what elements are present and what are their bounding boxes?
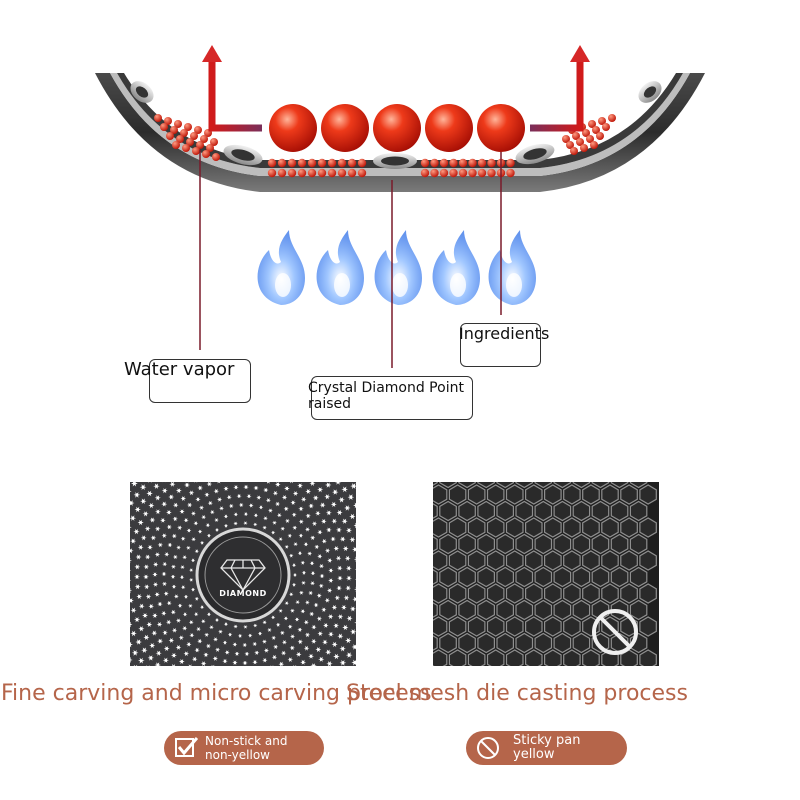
crystal-diamond-label: Crystal Diamond Point raised	[308, 380, 464, 412]
sticky-pan-pill-line1: Sticky pan	[513, 733, 581, 748]
ingredients-label: Ingredients	[459, 324, 550, 343]
water-vapor-label: Water vapor	[124, 359, 235, 380]
crystal-diamond-label-box	[311, 376, 473, 420]
prohibited-icon	[477, 737, 499, 759]
check-icon	[175, 737, 198, 757]
sticky-pan-pill: Sticky pan yellow	[466, 731, 627, 765]
ingredients-label-box	[460, 323, 541, 367]
flames	[257, 230, 536, 305]
ingredient-balls	[269, 104, 525, 152]
non-stick-pill-line2: non-yellow	[205, 748, 270, 762]
non-stick-pill-line1: Non-stick and	[205, 734, 288, 748]
water-vapor-label-box	[149, 359, 251, 403]
vapor-arrow-left	[202, 45, 262, 132]
steel-mesh-texture	[433, 482, 659, 666]
diamond-icon	[220, 559, 266, 591]
diamond-badge-text: DIAMOND	[219, 589, 267, 598]
pan-cross-section-diagram	[95, 45, 705, 368]
vapor-arrow-right	[530, 45, 590, 132]
non-stick-pill: Non-stick and non-yellow	[164, 731, 324, 765]
sticky-pan-pill-line2: yellow	[513, 747, 555, 762]
prohibited-icon	[592, 609, 638, 655]
raised-diamond-points	[130, 81, 662, 169]
diamond-carving-texture	[130, 482, 356, 666]
left-caption: Fine carving and micro carving process	[1, 681, 432, 706]
right-caption: Steel mesh die casting process	[346, 681, 688, 706]
